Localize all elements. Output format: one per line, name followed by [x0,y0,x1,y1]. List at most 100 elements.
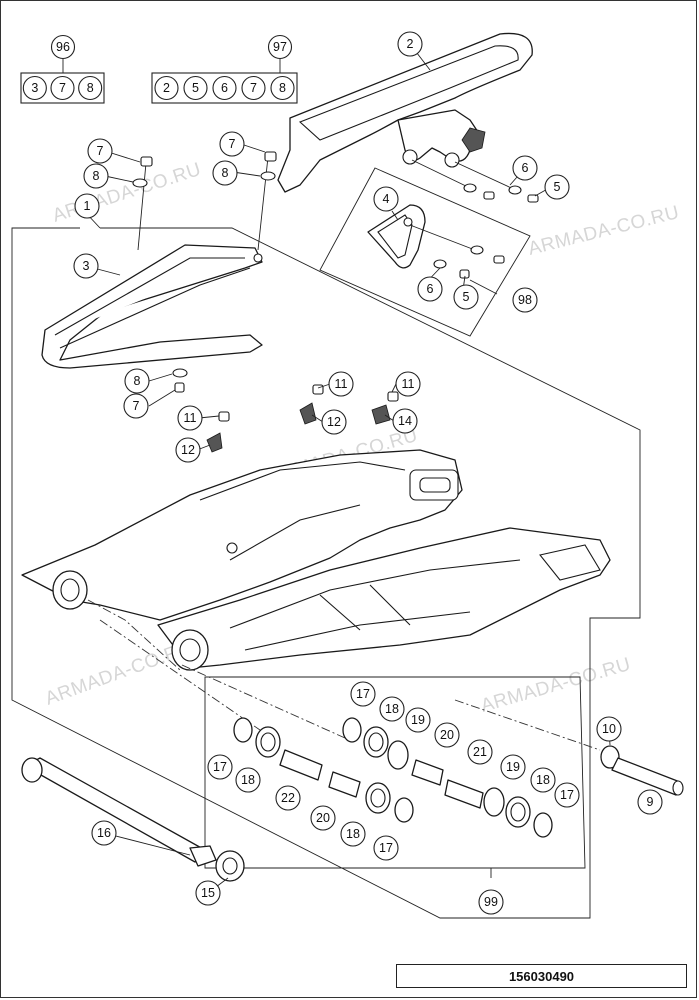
callout-21: 21 [467,739,493,765]
callout-circle [310,805,336,831]
callout-label: 6 [522,161,529,175]
callout-16: 16 [91,820,117,846]
callout-label: 11 [335,377,348,391]
callout-circle [596,716,622,742]
callout-label: 17 [213,760,227,774]
svg-text:6: 6 [221,81,228,95]
callout-circle [212,160,238,186]
kit-member: 7 [241,75,266,101]
callout-circle [417,276,443,302]
kit-member: 2 [154,75,179,101]
callout-label: 14 [398,414,412,428]
callout-circle [392,408,418,434]
callout-18: 18 [340,821,366,847]
swingarm [21,449,611,671]
kit-member: 6 [212,75,237,101]
chain-guard [277,32,533,193]
callout-label: 98 [518,293,532,307]
callout-label: 1 [84,199,91,213]
callout-circle [83,163,109,189]
svg-text:96: 96 [56,40,70,54]
svg-text:8: 8 [87,81,94,95]
svg-text:5: 5 [192,81,199,95]
callout-label: 17 [379,841,393,855]
kit-member: 7 [50,75,75,101]
svg-text:2: 2 [163,81,170,95]
callout-circle [544,174,570,200]
callout-circle [91,820,117,846]
callout-17: 17 [373,835,399,861]
kit-99-frame [204,676,586,869]
callout-label: 21 [473,745,487,759]
callout-label: 18 [346,827,360,841]
callout-5: 5 [453,284,479,310]
callout-18: 18 [530,767,556,793]
callout-19: 19 [405,707,431,733]
callout-circle [467,739,493,765]
callout-8: 8 [83,163,109,189]
callout-circle [177,405,203,431]
callout-label: 8 [93,169,100,183]
callout-label: 15 [201,886,215,900]
callout-11: 11 [177,405,203,431]
callout-17: 17 [207,754,233,780]
watermark: ARMADA-CO.RU [50,159,204,227]
callout-label: 20 [440,728,454,742]
callout-label: 19 [411,713,425,727]
callout-circle [373,186,399,212]
kit-98-frame [319,167,531,337]
callout-label: 10 [602,722,616,736]
callout-label: 18 [241,773,255,787]
callout-1: 1 [74,193,100,219]
callout-label: 5 [554,180,561,194]
document-number: 156030490 [396,964,687,988]
callout-4: 4 [373,186,399,212]
callout-circle [321,409,347,435]
callout-11: 11 [395,371,421,397]
pivot-hardware [21,599,684,882]
callout-circle [373,835,399,861]
callout-circle [275,785,301,811]
callout-label: 99 [484,895,498,909]
callout-label: 22 [281,791,295,805]
slider-fasteners [132,151,277,393]
callout-label: 7 [97,144,104,158]
clips [206,384,399,453]
callout-label: 18 [385,702,399,716]
callout-label: 19 [506,760,520,774]
callout-circle [195,880,221,906]
kit-member: 8 [78,75,103,101]
callout-label: 5 [463,290,470,304]
kit-member: 8 [270,75,295,101]
callout-5: 5 [544,174,570,200]
callout-8: 8 [212,160,238,186]
callout-circle [73,253,99,279]
callout-18: 18 [235,767,261,793]
callout-6: 6 [512,155,538,181]
svg-text:7: 7 [59,81,66,95]
callout-12: 12 [175,437,201,463]
callout-circle [175,437,201,463]
kit-member: 3 [22,75,47,101]
callout-9: 9 [637,789,663,815]
callout-3: 3 [73,253,99,279]
callout-label: 7 [133,399,140,413]
callout-label: 18 [536,773,550,787]
callout-22: 22 [275,785,301,811]
callout-label: 7 [229,137,236,151]
callout-label: 12 [181,443,195,457]
callout-circle [512,287,538,313]
svg-text:7: 7 [250,81,257,95]
callout-circle [207,754,233,780]
callout-label: 3 [83,259,90,273]
callout-7: 7 [123,393,149,419]
chain-slider [41,244,263,369]
callout-label: 2 [407,37,414,51]
callout-circle [637,789,663,815]
kit-label: 96 [50,34,76,60]
